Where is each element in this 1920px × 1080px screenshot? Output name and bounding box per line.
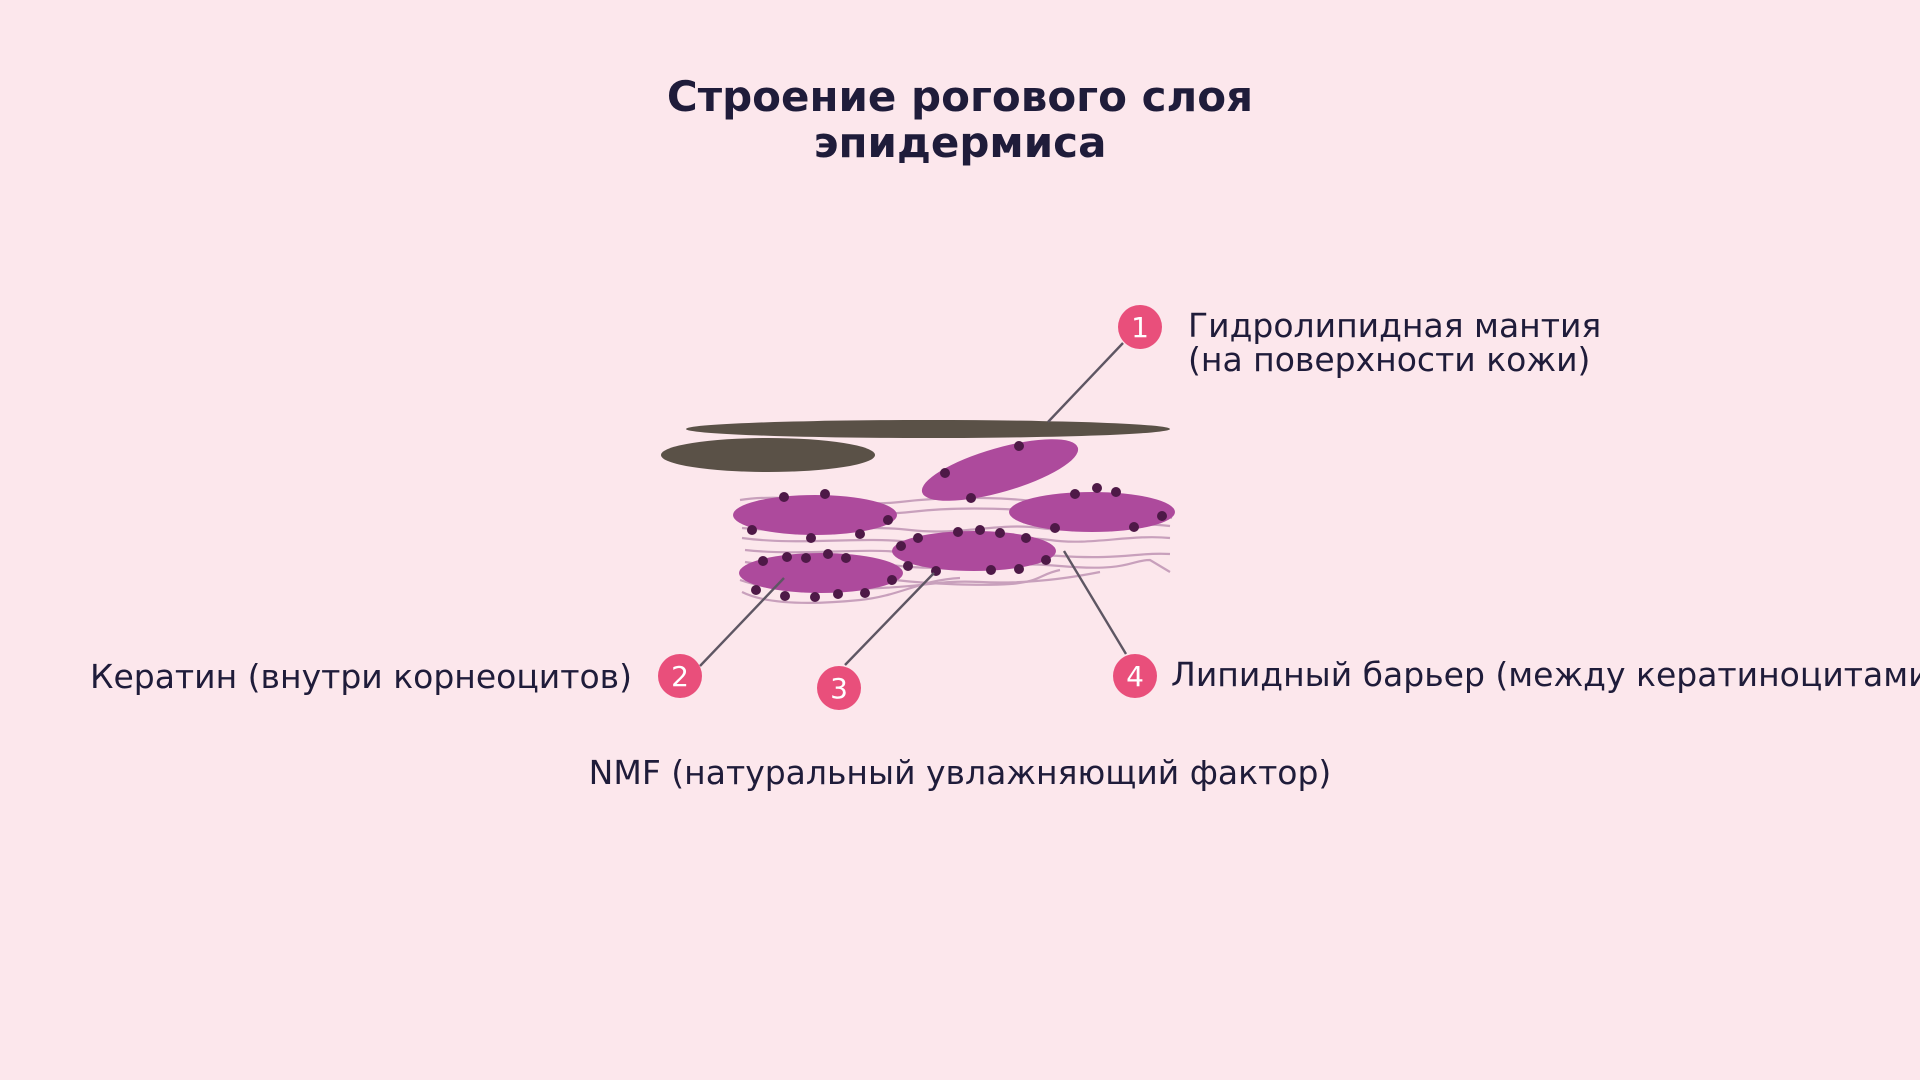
nmf-dot <box>896 541 906 551</box>
label-keratin: Кератин (внутри корнеоцитов) <box>90 660 632 694</box>
leader-line-3 <box>844 572 935 666</box>
callout-badges: 1 2 3 4 <box>658 305 1162 710</box>
nmf-dot <box>810 592 820 602</box>
badge-2: 2 <box>658 654 702 698</box>
nmf-dots <box>747 441 1167 602</box>
nmf-dot <box>1014 441 1024 451</box>
badge-1-number: 1 <box>1131 311 1149 344</box>
label-nmf: NMF (натуральный увлажняющий фактор) <box>560 756 1360 790</box>
label-3-line-1: NMF (натуральный увлажняющий фактор) <box>588 753 1332 792</box>
nmf-dot <box>887 575 897 585</box>
nmf-dot <box>995 528 1005 538</box>
nmf-dot <box>1092 483 1102 493</box>
nmf-dot <box>1070 489 1080 499</box>
nmf-dot <box>966 493 976 503</box>
corneocyte <box>733 495 897 535</box>
nmf-dot <box>913 533 923 543</box>
nmf-dot <box>747 525 757 535</box>
nmf-dot <box>801 553 811 563</box>
badge-1: 1 <box>1118 305 1162 349</box>
nmf-dot <box>806 533 816 543</box>
nmf-dot <box>953 527 963 537</box>
nmf-dot <box>975 525 985 535</box>
badge-4: 4 <box>1113 654 1157 698</box>
nmf-dot <box>1157 511 1167 521</box>
label-1-line-1: Гидролипидная мантия <box>1188 306 1602 345</box>
nmf-dot <box>860 588 870 598</box>
nmf-dot <box>758 556 768 566</box>
hydrolipid-mantle <box>661 420 1170 472</box>
title-line-1: Строение рогового слоя <box>666 72 1254 121</box>
label-lipid-barrier: Липидный барьер (между кератиноцитами) <box>1171 658 1920 692</box>
nmf-dot <box>823 549 833 559</box>
nmf-dot <box>855 529 865 539</box>
nmf-dot <box>1111 487 1121 497</box>
corneocytes <box>733 439 1175 593</box>
badge-3-number: 3 <box>830 672 848 705</box>
label-2-line-1: Кератин (внутри корнеоцитов) <box>90 657 632 696</box>
mantle-layer-top <box>686 420 1170 438</box>
badge-1-circle <box>1118 305 1162 349</box>
nmf-dot <box>1129 522 1139 532</box>
nmf-dot <box>1014 564 1024 574</box>
nmf-dot <box>820 489 830 499</box>
label-1-line-2: (на поверхности кожи) <box>1188 340 1591 379</box>
badge-3: 3 <box>817 666 861 710</box>
corneocyte <box>892 531 1056 571</box>
label-hydrolipid-mantle: Гидролипидная мантия (на поверхности кож… <box>1188 309 1601 377</box>
nmf-dot <box>782 552 792 562</box>
nmf-dot <box>751 585 761 595</box>
label-4-line-1: Липидный барьер (между кератиноцитами) <box>1171 655 1920 694</box>
nmf-dot <box>833 589 843 599</box>
corneocyte <box>921 439 1079 501</box>
nmf-dot <box>1050 523 1060 533</box>
nmf-dot <box>1041 555 1051 565</box>
page-title: Строение рогового слоя эпидермиса <box>560 74 1360 166</box>
nmf-dot <box>841 553 851 563</box>
title-line-2: эпидермиса <box>813 118 1107 167</box>
leader-line-4 <box>1062 550 1128 655</box>
nmf-dot <box>940 468 950 478</box>
nmf-dot <box>1021 533 1031 543</box>
corneocyte <box>1009 492 1175 532</box>
nmf-dot <box>986 565 996 575</box>
mantle-layer-left <box>661 438 875 472</box>
nmf-dot <box>903 561 913 571</box>
badge-2-circle <box>658 654 702 698</box>
badge-4-circle <box>1113 654 1157 698</box>
nmf-dot <box>779 492 789 502</box>
nmf-dot <box>883 515 893 525</box>
badge-2-number: 2 <box>671 660 689 693</box>
leader-line-2 <box>699 577 785 667</box>
badge-4-number: 4 <box>1126 660 1144 693</box>
leader-lines <box>699 342 1128 667</box>
nmf-dot <box>780 591 790 601</box>
leader-line-1 <box>1047 342 1124 423</box>
badge-3-circle <box>817 666 861 710</box>
